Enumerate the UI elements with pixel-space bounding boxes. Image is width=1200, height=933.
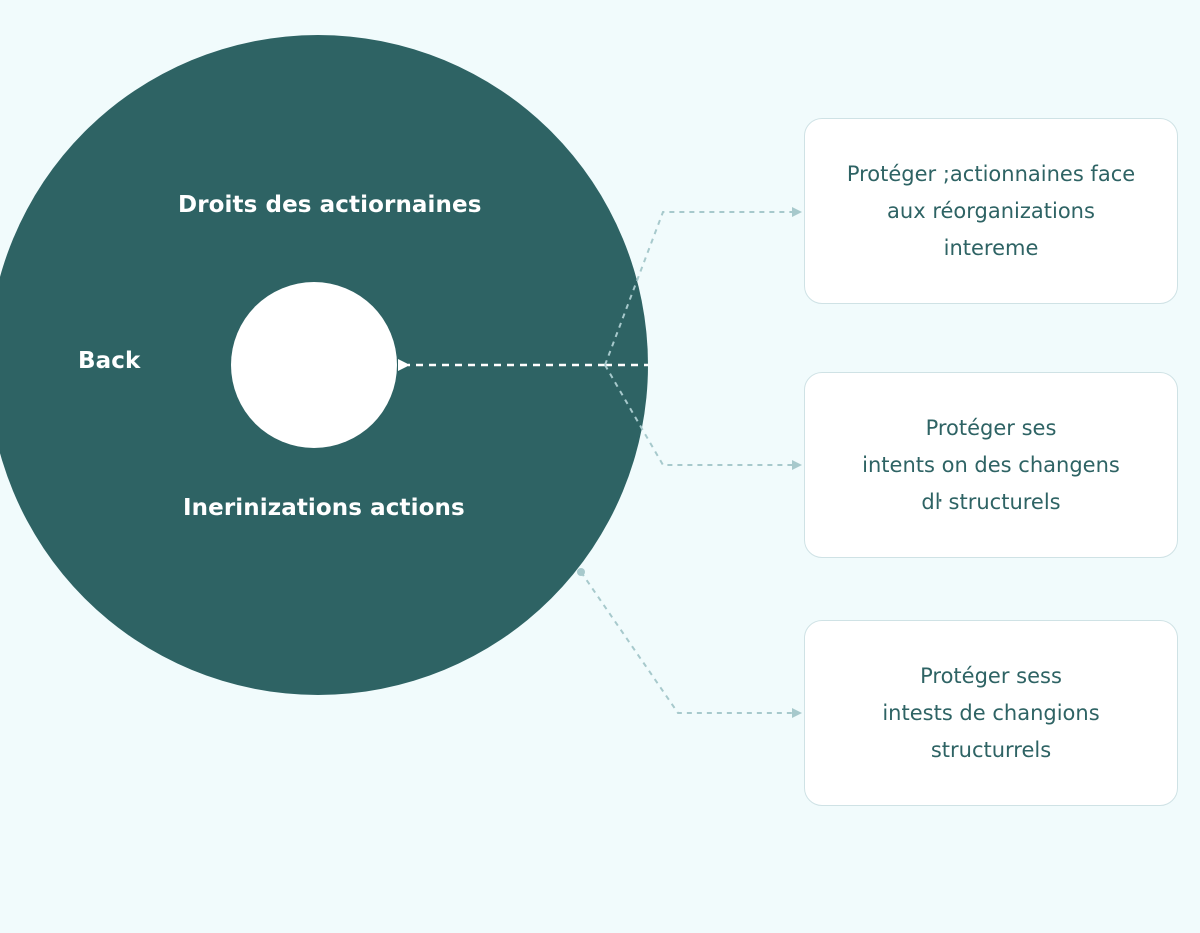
card-2-line-1: Protéger ses [925, 415, 1057, 440]
connector-to-card-3 [580, 571, 802, 718]
circle-label-top: Droits des actiornaines [178, 192, 482, 218]
card-2-line-2: intents on des changens [862, 452, 1120, 477]
card-1-line-1: Protéger ;actionnaines face [846, 161, 1136, 186]
connector-dot [577, 568, 585, 576]
card-3-line-1: Protéger sess [920, 663, 1062, 688]
donut-hole [231, 282, 397, 448]
card-2-line-3: dŀ structurels [921, 489, 1061, 514]
card-1-line-3: intereme [943, 235, 1039, 260]
card-3-line-2: intests de changions [882, 700, 1100, 725]
connector-to-card-1 [604, 207, 802, 366]
card-1-line-2: aux réorganizations [887, 198, 1095, 223]
card-3-line-3: structurrels [930, 737, 1052, 762]
card-3: Protéger sess intests de changions struc… [804, 620, 1178, 806]
card-2: Protéger ses intents on des changens dŀ … [804, 372, 1178, 558]
circle-label-bottom: Inerinizations actions [183, 495, 465, 521]
card-1: Protéger ;actionnaines face aux réorgani… [804, 118, 1178, 304]
circle-label-left: Back [78, 348, 141, 374]
